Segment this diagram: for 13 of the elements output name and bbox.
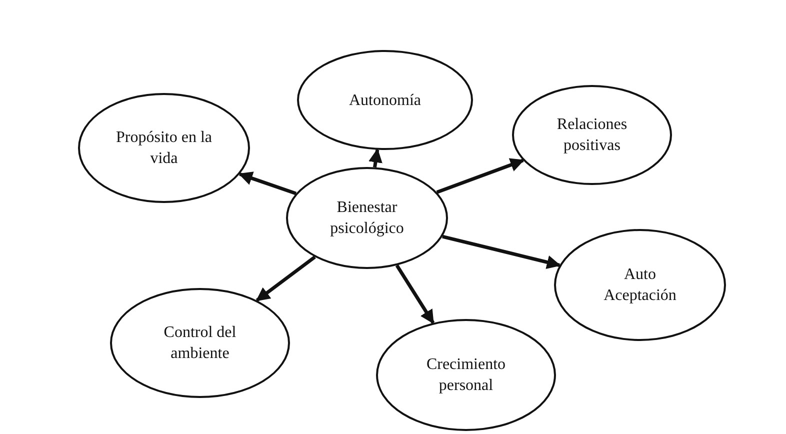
arrow [256, 256, 316, 302]
arrow [368, 148, 382, 168]
node-label: Crecimiento personal [425, 355, 507, 396]
arrow [442, 234, 561, 270]
arrow [395, 264, 435, 324]
node-label: Autonomía [349, 90, 421, 110]
node-label: Propósito en la vida [115, 128, 213, 169]
node-label: Bienestar psicológico [329, 198, 405, 239]
node-label: Control del ambiente [162, 323, 238, 364]
node-label: Relaciones positivas [556, 115, 628, 156]
arrow [238, 172, 297, 196]
arrow [436, 158, 524, 194]
node-label: Auto Aceptación [602, 265, 678, 306]
